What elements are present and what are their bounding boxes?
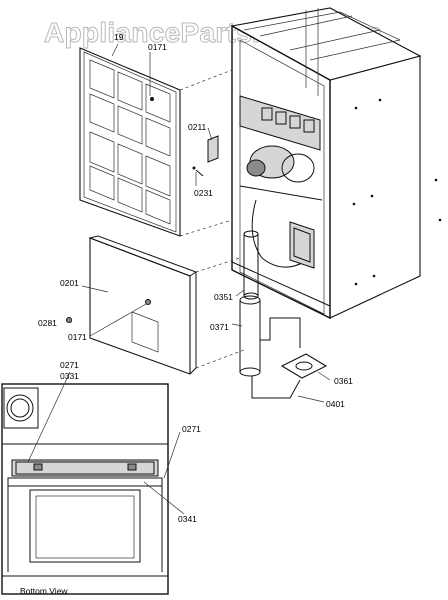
callout-0171-top: 0171	[148, 42, 167, 52]
callout-0401: 0401	[326, 399, 345, 409]
callout-0171-bottom: 0171	[68, 332, 87, 342]
leader-lines	[27, 43, 331, 515]
callout-0211: 0211	[188, 122, 207, 132]
bottom-view	[1, 383, 169, 595]
lower-access-panel	[66, 235, 198, 375]
callout-0281: 0281	[38, 318, 57, 328]
callout-0201: 0201	[60, 278, 79, 288]
callout-0231: 0231	[194, 188, 213, 198]
callout-labels: 19 0171 0211 0231 0201 0281 0171 0351 03…	[20, 32, 353, 596]
limit-switch-part	[192, 135, 219, 177]
furnace-cabinet	[230, 7, 442, 320]
callout-0371: 0371	[210, 322, 229, 332]
upper-door-panel	[79, 47, 181, 237]
callout-19: 19	[114, 32, 124, 42]
drain-plate	[280, 353, 328, 379]
callout-0341: 0341	[178, 514, 197, 524]
bottom-view-caption: Bottom View	[20, 586, 68, 596]
vent-pipe	[239, 230, 301, 399]
callout-0331: 0331	[60, 371, 79, 381]
callout-0271-left: 0271	[60, 360, 79, 370]
callout-0361: 0361	[334, 376, 353, 386]
callout-0351: 0351	[214, 292, 233, 302]
callout-0271-right: 0271	[182, 424, 201, 434]
